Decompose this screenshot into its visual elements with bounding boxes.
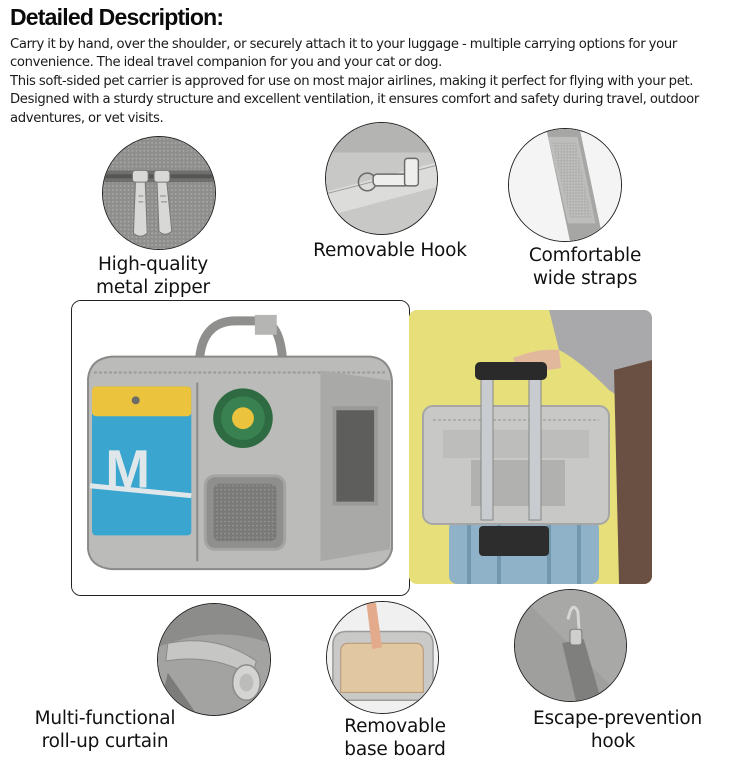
escape-label: Escape-prevention hook: [533, 708, 703, 752]
description-paragraph-1: Carry it by hand, over the shoulder, or …: [10, 37, 677, 71]
base-label: Removable base board: [344, 716, 446, 760]
product-luggage-photo: [409, 310, 652, 584]
curtain-label: Multi-functional roll-up curtain: [34, 708, 176, 752]
description-paragraph-2: This soft-sided pet carrier is approved …: [10, 73, 699, 126]
description: Carry it by hand, over the shoulder, or …: [10, 36, 745, 128]
straps-label: Comfortable wide straps: [528, 245, 642, 289]
roll-up-curtain-icon: [157, 603, 271, 716]
hook-label: Removable Hook: [313, 240, 467, 261]
removable-hook-icon: [325, 122, 438, 235]
escape-hook-icon: [514, 589, 627, 702]
zipper-label: High-quality metal zipper: [96, 254, 210, 298]
base-board-icon: [326, 601, 439, 714]
page-title: Detailed Description:: [10, 4, 224, 30]
metal-zipper-icon: [102, 136, 216, 250]
product-main-photo: M: [71, 300, 410, 596]
wide-strap-icon: [508, 128, 622, 242]
